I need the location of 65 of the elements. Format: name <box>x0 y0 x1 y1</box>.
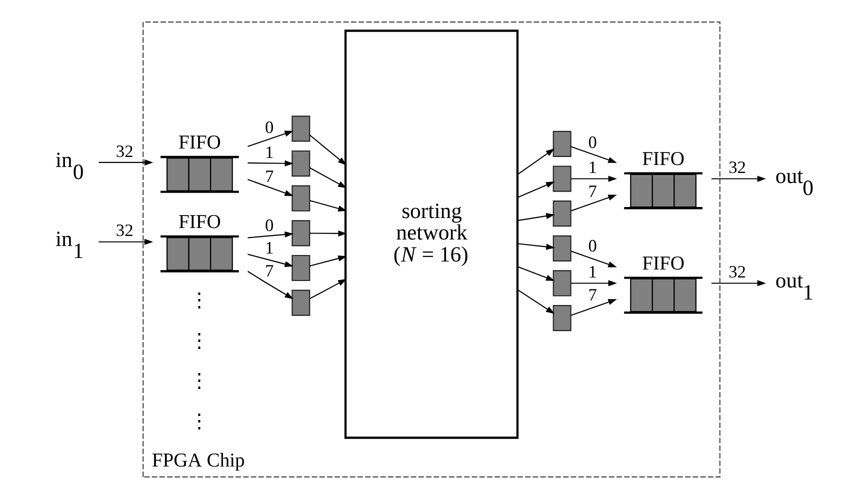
edge-label: 0 <box>588 234 597 255</box>
edge-label: 7 <box>588 180 597 201</box>
edge-label: 1 <box>265 141 274 162</box>
edge-label: 7 <box>265 260 274 280</box>
arrow <box>309 166 347 188</box>
arrow <box>570 250 617 267</box>
arrow <box>517 180 555 198</box>
node-box <box>552 130 572 156</box>
node-label: FIFO <box>642 253 685 274</box>
arrow <box>248 160 294 166</box>
arrow <box>517 266 555 280</box>
node-box <box>292 115 310 142</box>
node-box <box>552 200 572 226</box>
edge-label: 1 <box>588 261 597 282</box>
edge-label: 0 <box>588 132 597 152</box>
node-label: FIFO <box>642 148 685 170</box>
edge-label: 32 <box>728 261 746 282</box>
node-box <box>292 220 310 246</box>
arrow <box>517 288 555 314</box>
node-box <box>552 165 572 192</box>
edge-label: 32 <box>728 156 746 177</box>
edge-label: 0 <box>265 214 274 234</box>
node-box <box>552 304 572 331</box>
node-box <box>292 184 310 211</box>
arrow <box>248 230 294 238</box>
arrow <box>711 280 766 286</box>
label: ⋮ <box>190 410 210 432</box>
arrow <box>517 242 555 250</box>
node-box <box>292 289 310 316</box>
label: ⋮ <box>190 290 210 312</box>
arrow <box>517 212 555 221</box>
edge-label: 1 <box>265 237 274 258</box>
edge-label: 1 <box>588 156 597 177</box>
edge-label: 32 <box>116 220 134 240</box>
edge-label: 7 <box>265 165 274 186</box>
node-box <box>292 150 310 176</box>
arrow <box>517 148 555 174</box>
node-box <box>552 234 572 261</box>
arrow <box>309 134 347 165</box>
arrow <box>711 175 766 182</box>
arrow <box>570 298 617 316</box>
node-box: sorting network (N = 16) <box>344 29 519 438</box>
arrow <box>570 194 617 211</box>
label: ⋮ <box>190 330 210 352</box>
label: ⋮ <box>190 370 210 392</box>
arrow <box>248 130 294 146</box>
node-box <box>292 254 310 281</box>
edge-label: 32 <box>116 140 134 160</box>
arrow <box>570 146 617 162</box>
arrow <box>248 253 294 267</box>
node-label: FIFO <box>178 132 221 154</box>
arrow <box>248 178 294 196</box>
arrow <box>570 175 618 182</box>
edge-label: 0 <box>265 116 274 136</box>
node-box <box>552 270 572 296</box>
node-label: FIFO <box>178 212 221 233</box>
arrow <box>248 270 294 299</box>
edge-label: 7 <box>588 284 597 304</box>
arrow <box>98 158 154 165</box>
arrow <box>310 230 347 236</box>
arrow <box>310 254 347 266</box>
arrow <box>98 238 154 244</box>
arrow <box>309 278 347 299</box>
arrow <box>570 280 618 286</box>
arrow <box>310 199 347 211</box>
